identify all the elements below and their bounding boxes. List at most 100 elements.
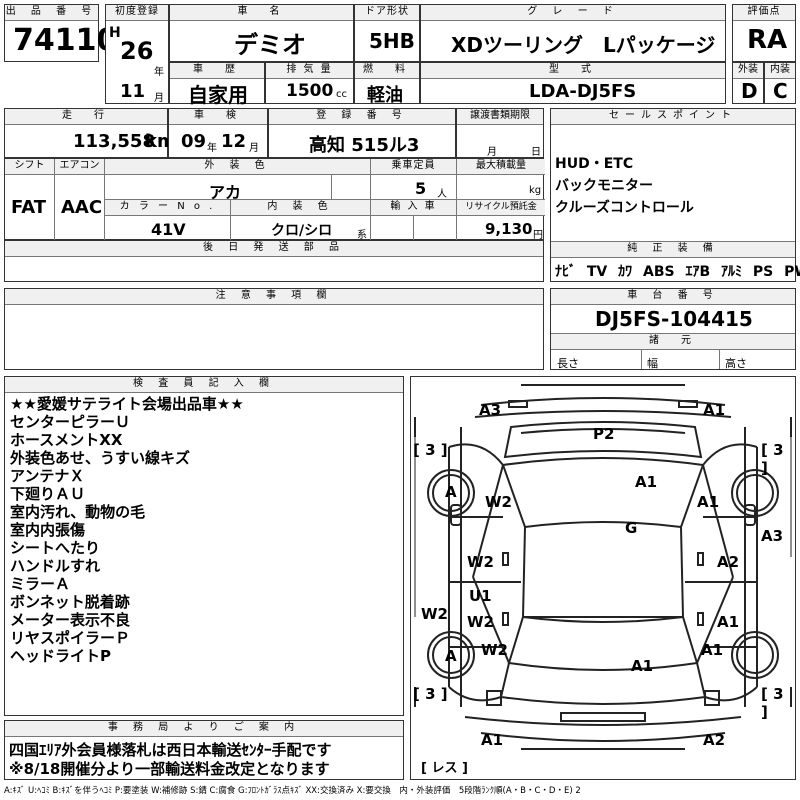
car-name-cell: 車 名 デミオ — [169, 4, 354, 62]
car-name-label: 車 名 — [170, 5, 353, 21]
inspect-year: 09 — [181, 131, 207, 152]
equipment-item: ｱﾙﾐ — [721, 264, 743, 280]
score: RA — [747, 25, 788, 55]
car-name: デミオ — [234, 31, 306, 59]
mark-bracket-bl: [ 3 ] — [413, 685, 448, 703]
history-label: 車 歴 — [170, 63, 264, 79]
mark-bracket-br: [ 3 ] — [761, 685, 784, 721]
history-cell: 車 歴 自家用 — [169, 62, 265, 107]
inspector-title: 検 査 員 記 入 欄 — [5, 377, 403, 393]
grade: XDツーリング Lパッケージ — [451, 33, 716, 57]
notes-title: 注 意 事 項 欄 — [5, 289, 543, 305]
interior-cell: 内 装 色 クロ/シロ 系 — [231, 200, 371, 241]
notes-panel: 注 意 事 項 欄 — [4, 288, 544, 370]
int-grade-label: 内装 — [765, 63, 795, 79]
equipment-item: ｴｱB — [685, 264, 711, 280]
mark-rear-fender-left: W2 — [481, 641, 508, 659]
year-unit: 年 — [154, 67, 164, 78]
sales-point-item: HUD・ETC — [555, 156, 634, 172]
chassis-number: DJ5FS-104415 — [595, 307, 753, 331]
inspect-year-unit: 年 — [207, 143, 217, 154]
lot-number: 74110 — [13, 23, 118, 58]
color-cell: 外 装 色 アカ — [105, 159, 371, 202]
mark-front-right: A1 — [703, 401, 726, 419]
sales-points-panel: セールスポイント HUD・ETC バックモニター クルーズコントロール 純 正 … — [550, 108, 800, 282]
mark-roof: G — [625, 519, 638, 537]
inspector-line: 外装色あせ、うすい線キズ — [10, 449, 191, 467]
recycle-unit: 円 — [533, 230, 543, 241]
later-parts-label: 後 日 発 送 部 品 — [5, 241, 543, 257]
sales-point-item: バックモニター — [555, 178, 653, 194]
inspector-line: メーター表示不良 — [10, 611, 131, 629]
interior-label: 内 装 色 — [231, 200, 370, 216]
capacity: 5 — [415, 179, 427, 198]
reg-month: 11 — [120, 81, 146, 102]
import-cell: 輸 入 車 — [371, 200, 457, 241]
fuel-label: 燃 料 — [355, 63, 419, 79]
specs-row: シフト FAT エアコン AAC 外 装 色 アカ 乗車定員 5 人 最大積載量… — [4, 158, 545, 241]
reg-year: 26 — [120, 37, 154, 65]
later-parts-cell: 後 日 発 送 部 品 — [4, 240, 544, 282]
month-unit: 月 — [154, 93, 164, 104]
inspector-line: ハンドルすれ — [10, 557, 101, 575]
transfer-month-unit: 月 — [487, 147, 497, 158]
import-label: 輸 入 車 — [371, 200, 456, 216]
inspector-line: センターピラーＵ — [10, 413, 131, 431]
legend: A:ｷｽﾞ U:ﾍｺﾐ B:ｷｽﾞを伴うﾍｺﾐ P:要塗装 W:補修跡 S:錆 … — [4, 786, 581, 796]
interior-unit: 系 — [357, 230, 367, 241]
displacement-cell: 排 気 量 1500 cc — [265, 62, 354, 104]
damage-diagram: A3 A1 P2 [ 3 ] [ 3 ] A W2 A1 A1 A3 G W2 … — [410, 376, 796, 780]
recycle: 9,130 — [485, 220, 533, 238]
door-label: ドア形状 — [355, 5, 419, 21]
spec-title: 諸 元 — [551, 334, 795, 350]
inspector-line: シートへたり — [10, 539, 101, 557]
equipment-item: PS — [752, 264, 774, 280]
equipment-item: ｶﾜ — [618, 264, 633, 280]
model-label: 型 式 — [421, 63, 725, 79]
displacement-unit: cc — [336, 89, 347, 100]
equipment-title: 純 正 装 備 — [551, 242, 795, 258]
ac: AAC — [61, 197, 103, 218]
ext-grade: D — [741, 79, 758, 103]
recycle-label: リサイクル預託金 — [457, 200, 545, 216]
lot-label: 出 品 番 号 — [5, 5, 98, 21]
spec-width: 幅 — [647, 357, 658, 370]
inspector-line: 室内内張傷 — [10, 521, 86, 539]
office-title: 事 務 局 よ り ご 案 内 — [5, 721, 403, 737]
fuel: 軽油 — [367, 85, 403, 106]
sales-points-title: セールスポイント — [551, 109, 795, 125]
equipment-item: ﾅﾋﾞ — [555, 264, 576, 280]
inspect-month-unit: 月 — [249, 143, 259, 154]
mark-front-door-right: A2 — [717, 553, 740, 571]
shift-cell: シフト FAT — [5, 159, 55, 241]
ext-grade-label: 外装 — [733, 63, 763, 79]
color: アカ — [209, 183, 242, 202]
chassis-title: 車 台 番 号 — [551, 289, 795, 305]
chassis-panel: 車 台 番 号 DJ5FS-104415 諸 元 長さ 幅 高さ — [550, 288, 796, 370]
mark-pillar: U1 — [469, 587, 492, 605]
office-line: ※8/18開催分より一部輸送料金改定となります — [9, 760, 330, 778]
shift: FAT — [11, 197, 47, 218]
spec-length: 長さ — [557, 357, 579, 370]
mileage-label: 走 行 — [5, 109, 167, 125]
mark-rear-door-right: A1 — [717, 613, 740, 631]
inspector-line: ★★愛媛サテライト会場出品車★★ — [10, 395, 244, 413]
load-cell: 最大積載量 kg — [457, 159, 545, 200]
capacity-cell: 乗車定員 5 人 — [371, 159, 457, 200]
mark-rear-wheel-left: A — [445, 647, 457, 665]
transfer-label: 譲渡書類期限 — [457, 109, 543, 125]
plate-cell: 登 録 番 号 高知 515ル3 — [268, 108, 456, 158]
score-cell: 評価点 RA — [732, 4, 796, 62]
colorno-cell: カ ラ ー N o . 41V — [105, 200, 231, 241]
load-label: 最大積載量 — [457, 159, 545, 175]
mark-hood: P2 — [593, 425, 615, 443]
inspector-line: 下廻りＡＵ — [10, 485, 86, 503]
capacity-unit: 人 — [437, 189, 447, 200]
transfer-cell: 譲渡書類期限 月 日 — [456, 108, 544, 158]
spec-height: 高さ — [725, 357, 747, 370]
sales-point-item: クルーズコントロール — [555, 200, 694, 216]
inspector-line: リヤスポイラーＰ — [10, 629, 131, 647]
recycle-cell: リサイクル預託金 9,130 円 — [457, 200, 545, 241]
mark-left-rocker: W2 — [421, 605, 448, 623]
model: LDA-DJ5FS — [529, 81, 637, 102]
